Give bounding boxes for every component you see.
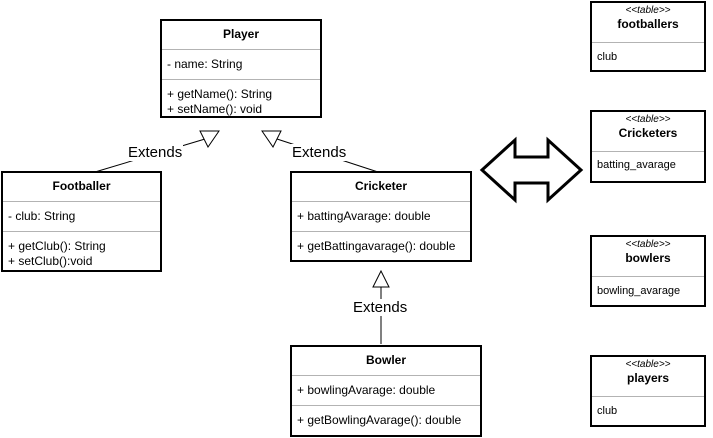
table-column: bowling_avarage (597, 285, 681, 297)
table-footballers[interactable]: <<table>> footballers club (590, 1, 706, 72)
class-name: Footballer (3, 173, 160, 202)
table-name: players (626, 371, 670, 385)
table-name: footballers (617, 17, 679, 31)
footballer-class[interactable]: Footballer - club: String + getClub(): S… (1, 171, 162, 272)
table-stereotype: <<table>> (625, 239, 671, 250)
table-players[interactable]: <<table>> players club (590, 355, 706, 427)
class-name: Cricketer (292, 173, 470, 202)
player-class[interactable]: Player - name: String + getName(): Strin… (160, 19, 322, 118)
table-column: batting_avarage (597, 159, 676, 171)
extends-label-footballer: Extends (127, 144, 184, 161)
table-column: club (597, 405, 618, 417)
method: + getBattingavarage(): double (297, 239, 456, 253)
method: + setClub():void (8, 254, 93, 268)
table-name: bowlers (625, 251, 671, 265)
table-column: club (597, 51, 618, 63)
table-stereotype: <<table>> (625, 359, 671, 370)
attribute: + battingAvarage: double (297, 209, 431, 223)
table-bowlers[interactable]: <<table>> bowlers bowling_avarage (590, 235, 706, 307)
class-attributes: + bowlingAvarage: double (292, 376, 480, 406)
table-name: Cricketers (618, 126, 678, 140)
method: + getBowlingAvarage(): double (297, 413, 462, 427)
cricketer-class[interactable]: Cricketer + battingAvarage: double + get… (290, 171, 472, 262)
class-methods: + getName(): String + setName(): void (162, 80, 320, 117)
table-header: <<table>> footballers (592, 3, 704, 43)
method: + getClub(): String (8, 239, 106, 253)
method: + setName(): void (167, 102, 263, 116)
method: + getName(): String (167, 87, 273, 101)
footballer-generalization-arrowhead (199, 130, 220, 148)
attribute: + bowlingAvarage: double (297, 383, 436, 397)
table-stereotype: <<table>> (625, 5, 671, 16)
attribute: - club: String (8, 209, 76, 223)
bowler-class[interactable]: Bowler + bowlingAvarage: double + getBow… (290, 345, 482, 437)
class-attributes: - name: String (162, 50, 320, 80)
class-name: Player (162, 21, 320, 50)
table-stereotype: <<table>> (625, 114, 671, 125)
bowler-generalization-arrowhead (372, 269, 390, 288)
table-header: <<table>> players (592, 357, 704, 397)
class-methods: + getClub(): String + setClub():void (3, 232, 160, 269)
double-headed-arrow-icon (479, 136, 584, 204)
class-name: Bowler (292, 347, 480, 376)
class-methods: + getBattingavarage(): double (292, 232, 470, 254)
table-header: <<table>> Cricketers (592, 112, 704, 152)
table-cricketers[interactable]: <<table>> Cricketers batting_avarage (590, 110, 706, 183)
attribute: - name: String (167, 57, 243, 71)
class-attributes: - club: String (3, 202, 160, 232)
cricketer-generalization-arrowhead (261, 130, 282, 148)
extends-label-bowler: Extends (352, 299, 409, 316)
class-methods: + getBowlingAvarage(): double (292, 406, 480, 428)
class-attributes: + battingAvarage: double (292, 202, 470, 232)
table-header: <<table>> bowlers (592, 237, 704, 277)
extends-label-cricketer: Extends (291, 144, 348, 161)
